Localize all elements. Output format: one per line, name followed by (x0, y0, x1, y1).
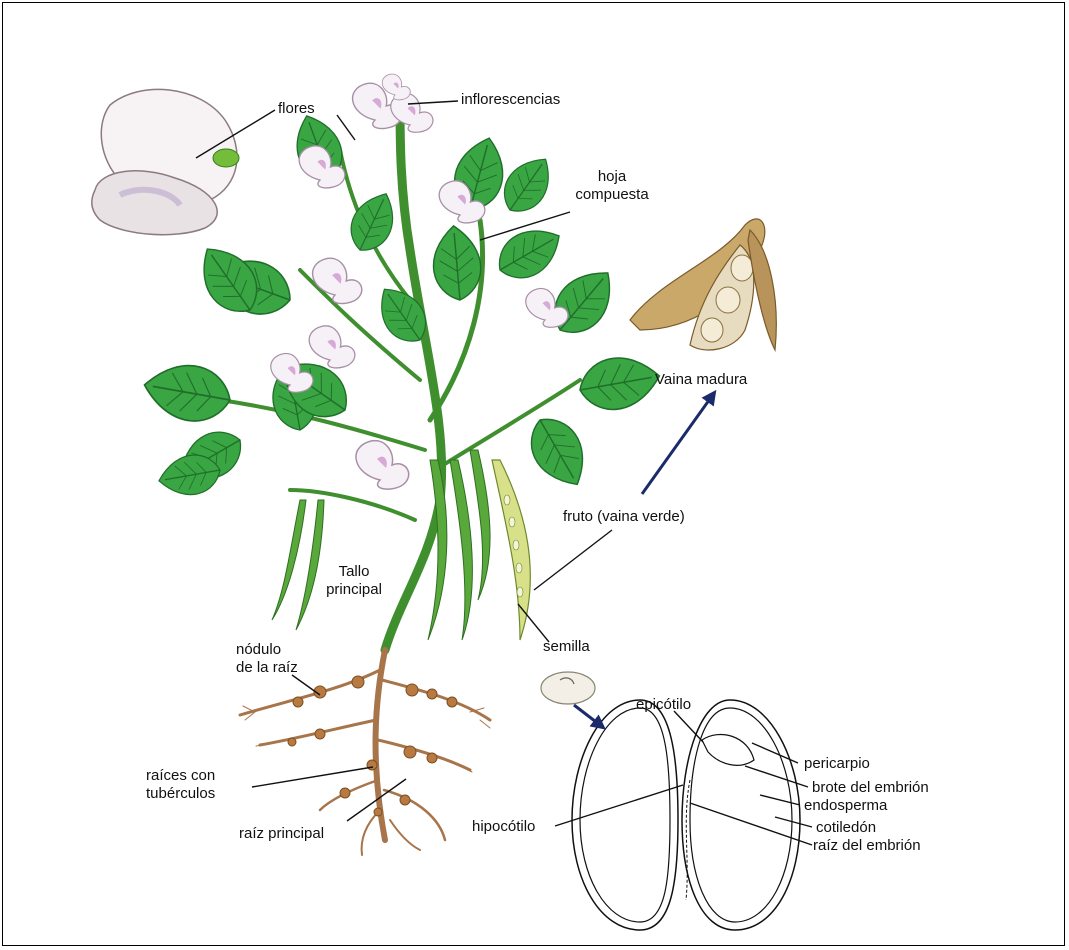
label-brote-embrion: brote del embrión (812, 779, 929, 797)
label-fruto: fruto (vaina verde) (563, 508, 685, 526)
label-cotiledon: cotiledón (816, 819, 876, 837)
label-raices-tuberculos: raíces con tubérculos (146, 767, 215, 803)
enlarged-flower (92, 89, 239, 234)
label-flores: flores (278, 100, 315, 118)
seed-section (572, 700, 800, 930)
label-pericarpio: pericarpio (804, 755, 870, 773)
arrows (574, 396, 712, 725)
label-endosperma: endosperma (804, 797, 887, 815)
label-vaina-madura: Vaina madura (655, 371, 747, 389)
seed (541, 672, 595, 704)
root-nodules (288, 676, 457, 816)
label-hipocotilo: hipocótilo (472, 818, 535, 836)
mature-pod (630, 219, 776, 350)
label-tallo-principal: Tallo principal (314, 563, 394, 599)
label-inflorescencias: inflorescencias (461, 91, 560, 109)
label-epicotilo: epicótilo (636, 696, 691, 714)
label-raiz-embrion: raíz del embrión (813, 837, 921, 855)
label-hoja-compuesta: hoja compuesta (562, 168, 662, 204)
label-semilla: semilla (543, 638, 590, 656)
label-nodulo: nódulo de la raíz (236, 641, 298, 677)
label-raiz-principal: raíz principal (239, 825, 324, 843)
